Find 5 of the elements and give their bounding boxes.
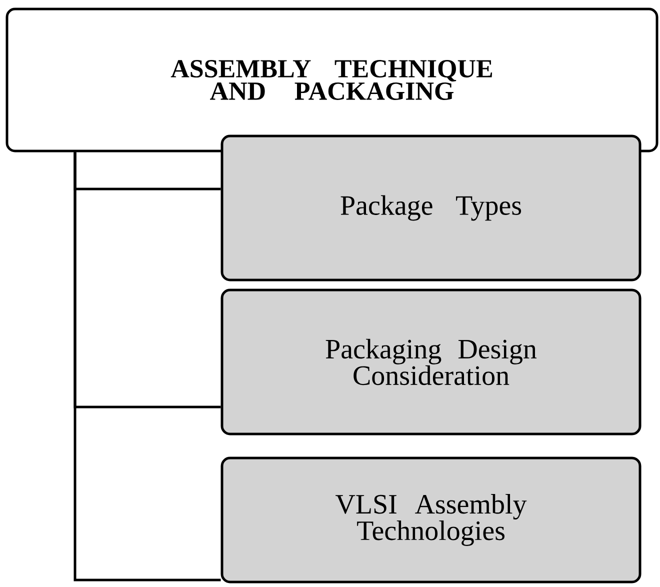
connector-line bbox=[74, 152, 221, 582]
topic-box: VLSI Assembly Technologies bbox=[220, 456, 642, 584]
topic-box: Packaging Design Consideration bbox=[220, 288, 642, 436]
topic-box: Package Types bbox=[220, 134, 642, 282]
title-box: ASSEMBLY TECHNIQUE AND PACKAGING bbox=[6, 8, 658, 152]
